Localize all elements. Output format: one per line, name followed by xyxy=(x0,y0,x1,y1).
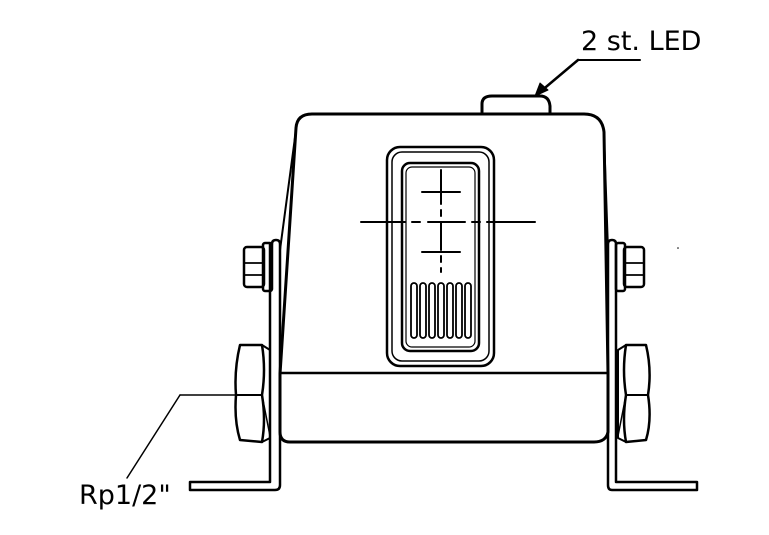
gland-nut-left xyxy=(234,343,271,444)
led-leader-line xyxy=(534,58,641,97)
bolt-left xyxy=(242,241,274,293)
centerline-crosshairs xyxy=(360,169,536,273)
mounting-bracket-left xyxy=(188,129,297,492)
thread-leader-line xyxy=(126,394,237,479)
grip-ribs xyxy=(410,282,472,339)
led-bump xyxy=(480,94,552,115)
bolt-right xyxy=(614,241,646,293)
dot-artifact xyxy=(677,247,679,249)
led-label: 2 st. LED xyxy=(581,26,702,57)
switch-rocker xyxy=(385,145,496,368)
thread-size-label: Rp1/2" xyxy=(79,480,171,511)
gland-nut-right xyxy=(617,343,651,444)
